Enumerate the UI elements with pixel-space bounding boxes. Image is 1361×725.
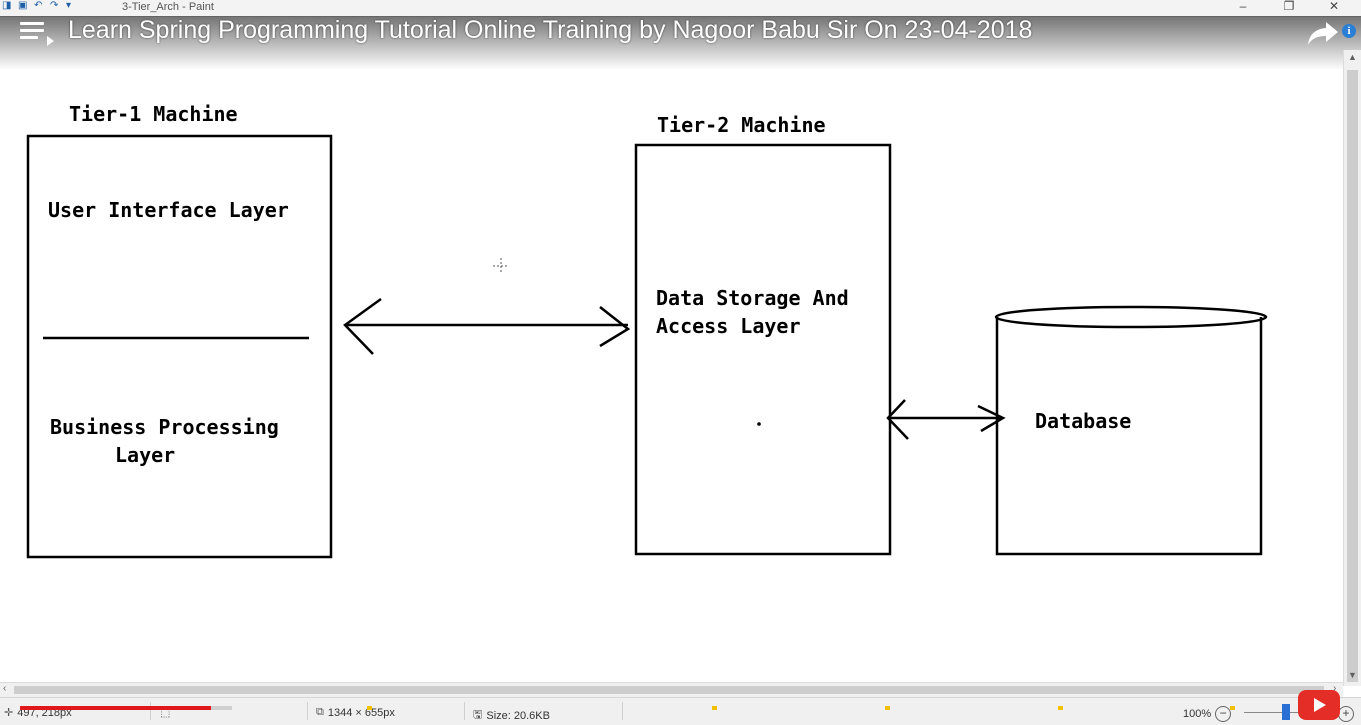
paint-status-bar: ✛ 497, 218px ⬚ ⧉ 1344 × 655px 🖫 Size: 20… [0,697,1361,725]
video-progress-bar[interactable] [20,706,232,710]
image-dimensions: ⧉ 1344 × 655px [316,706,395,719]
data-layer-label-line1: Data Storage And [656,286,849,310]
stray-dot [757,422,761,426]
file-size-value: Size: 20.6KB [486,709,550,722]
database-label: Database [1035,409,1132,433]
arrow-head-right [599,306,631,348]
vertical-scroll-thumb[interactable] [1347,70,1358,682]
zoom-level-value: 100% [1183,708,1212,720]
scroll-right-arrow-icon[interactable]: › [1333,683,1337,694]
business-layer-label-line1: Business Processing [50,415,279,439]
file-size: 🖫 Size: 20.6KB [473,706,550,725]
crosshair-cursor [493,258,509,274]
zoom-out-button[interactable]: − [1215,706,1232,722]
status-divider [150,702,151,720]
horizontal-scrollbar[interactable]: ‹ › [0,682,1343,697]
disk-icon: 🖫 [473,709,483,721]
paint-canvas[interactable]: Tier-1 Machine Tier-2 Machine User Inter… [0,50,1343,680]
zoom-slider-thumb[interactable] [1282,704,1290,720]
document-title: 3-Tier_Arch - Paint [122,1,214,13]
minimize-button[interactable]: – [1239,0,1247,13]
restore-button[interactable]: ❐ [1283,0,1295,13]
status-divider [464,702,465,720]
architecture-diagram [26,134,1268,559]
zoom-level: 100% − [1183,706,1232,722]
zoom-slider-track[interactable] [1244,712,1308,713]
zoom-in-area: + [1338,706,1354,722]
customize-toolbar-icon[interactable]: ▾ [66,0,72,11]
business-layer-label-line2: Layer [115,443,176,467]
tier1-title: Tier-1 Machine [69,102,238,126]
quick-access-toolbar: ◨ ▣ ↶ ↷ ▾ [2,1,76,11]
save-icon[interactable]: ▣ [18,0,28,11]
share-icon[interactable] [1306,18,1340,48]
crosshair-icon: ✛ [4,707,14,719]
status-divider [307,702,308,720]
selection-icon: ⬚ [160,707,171,719]
video-title[interactable]: Learn Spring Programming Tutorial Online… [68,16,1033,44]
status-divider [622,702,623,720]
redo-icon[interactable]: ↷ [50,0,59,11]
youtube-title-overlay [0,16,1361,70]
undo-icon[interactable]: ↶ [34,0,43,11]
scroll-up-arrow-icon[interactable]: ▲ [1348,52,1357,62]
youtube-logo-icon[interactable] [1298,690,1340,720]
arrow-head-left [343,297,382,355]
chapter-marker [712,706,717,710]
data-layer-label-line2: Access Layer [656,314,801,338]
horizontal-scroll-thumb[interactable] [14,686,1324,694]
chapter-marker [367,706,372,710]
db-arrow-head-left [886,399,909,440]
video-progress-fill [20,706,211,710]
image-size-icon: ⧉ [316,706,324,718]
database-cylinder [995,317,1263,556]
chapter-marker [1230,706,1235,710]
database-cylinder-top [994,305,1268,329]
tier2-machine-box [634,143,892,556]
info-icon[interactable]: i [1342,24,1356,38]
paint-app-icon[interactable]: ◨ [2,0,12,11]
selection-size: ⬚ [160,706,170,719]
tier1-machine-box [26,134,333,559]
image-dimensions-value: 1344 × 655px [327,706,395,719]
ui-layer-label: User Interface Layer [48,198,289,222]
db-arrow-head-right [977,404,1006,433]
playlist-menu-icon[interactable] [20,22,54,46]
zoom-in-button[interactable]: + [1338,706,1354,722]
paint-title-bar: ◨ ▣ ↶ ↷ ▾ 3-Tier_Arch - Paint – ❐ ✕ [0,0,1361,17]
vertical-scrollbar[interactable]: ▲ ▼ [1343,50,1361,686]
chapter-marker [1058,706,1063,710]
scroll-down-arrow-icon[interactable]: ▼ [1348,670,1357,680]
scroll-left-arrow-icon[interactable]: ‹ [3,683,7,694]
tier2-title: Tier-2 Machine [657,113,826,137]
chapter-marker [885,706,890,710]
close-button[interactable]: ✕ [1328,0,1340,13]
